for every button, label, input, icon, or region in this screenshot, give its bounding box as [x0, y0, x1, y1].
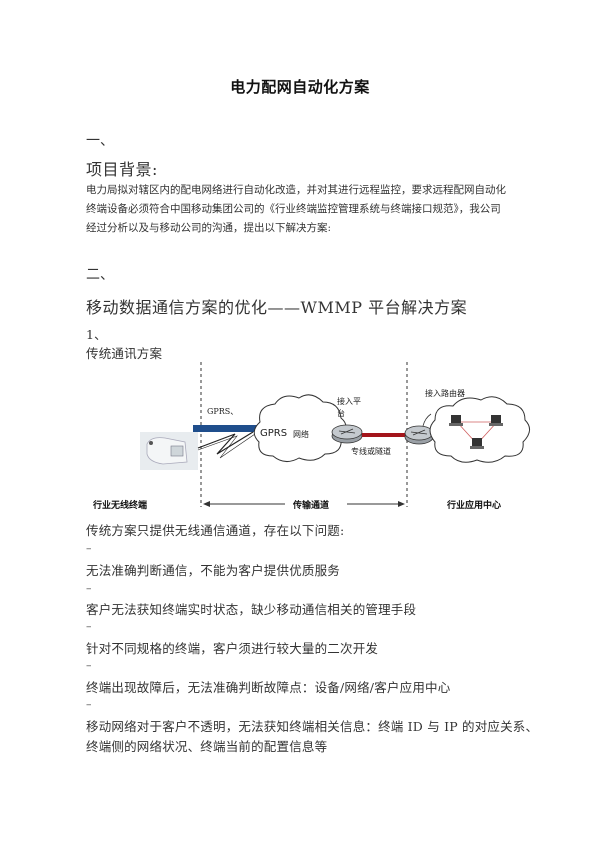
- document-title: 电力配网自动化方案: [230, 78, 370, 96]
- section1-body: 电力局拟对辖区内的配电网络进行自动化改造，并对其进行远程监控，要求远程配网自动化…: [86, 181, 526, 238]
- terminal-label: 行业无线终端: [93, 501, 148, 511]
- access-router-label: 接入路由器: [425, 389, 465, 398]
- gprs-top-label: GPRS、: [207, 407, 239, 416]
- network-diagram: GPRS、 GPRS 网络 接入平台 专线或隧道 接入路由器 行业无线终端 传输…: [85, 362, 545, 512]
- dash-marker: –: [86, 542, 92, 555]
- subsection-number: 1、: [86, 327, 107, 342]
- dash-marker: –: [86, 698, 92, 711]
- subsection-heading: 传统通讯方案: [86, 346, 163, 361]
- problem-item-continuation: 终端侧的网络状况、终端当前的配置信息等: [86, 739, 328, 754]
- gprs-cloud-label: GPRS: [260, 428, 288, 439]
- dash-marker: –: [86, 620, 92, 633]
- laptop-icon: [449, 415, 463, 426]
- problem-item: 移动网络对于客户不透明，无法获知终端相关信息：终端 ID 与 IP 的对应关系、: [86, 719, 539, 734]
- dedicated-tunnel-label: 专线或隧道: [351, 447, 391, 456]
- section1-heading: 项目背景:: [86, 160, 158, 179]
- body-line: 经过分析以及与移动公司的沟通，提出以下解决方案:: [86, 222, 332, 234]
- access-platform-label: 接入平台: [337, 397, 361, 418]
- network-label: 网络: [293, 430, 309, 439]
- problem-item: 客户无法获知终端实时状态，缺少移动通信相关的管理手段: [86, 602, 417, 617]
- problems-intro: 传统方案只提供无线通信通道，存在以下问题:: [86, 523, 345, 538]
- section1-number: 一、: [86, 133, 114, 149]
- access-router-icon: [404, 425, 434, 445]
- laptop-icon: [489, 415, 503, 426]
- section2-heading: 移动数据通信方案的优化——WMMP 平台解决方案: [86, 298, 468, 317]
- body-line: 电力局拟对辖区内的配电网络进行自动化改造，并对其进行远程监控，要求远程配网自动化: [86, 184, 506, 196]
- access-platform-router-icon: [331, 424, 363, 444]
- section2-number: 二、: [86, 267, 114, 283]
- problem-item: 针对不同规格的终端，客户须进行较大量的二次开发: [86, 641, 379, 656]
- laptop-icon: [470, 438, 484, 449]
- wireless-terminal-icon: [140, 432, 198, 470]
- dash-marker: –: [86, 582, 92, 595]
- diagram-graphics: [140, 362, 530, 507]
- app-center-label: 行业应用中心: [447, 501, 502, 511]
- transport-channel-label: 传输通道: [293, 501, 330, 511]
- problem-item: 终端出现故障后，无法准确判断故障点：设备/网络/客户应用中心: [86, 680, 451, 695]
- body-line: 终端设备必须符合中国移动集团公司的《行业终端监控管理系统与终端接口规范》，我公司: [86, 203, 501, 215]
- dash-marker: –: [86, 659, 92, 672]
- problem-item: 无法准确判断通信，不能为客户提供优质服务: [86, 563, 341, 578]
